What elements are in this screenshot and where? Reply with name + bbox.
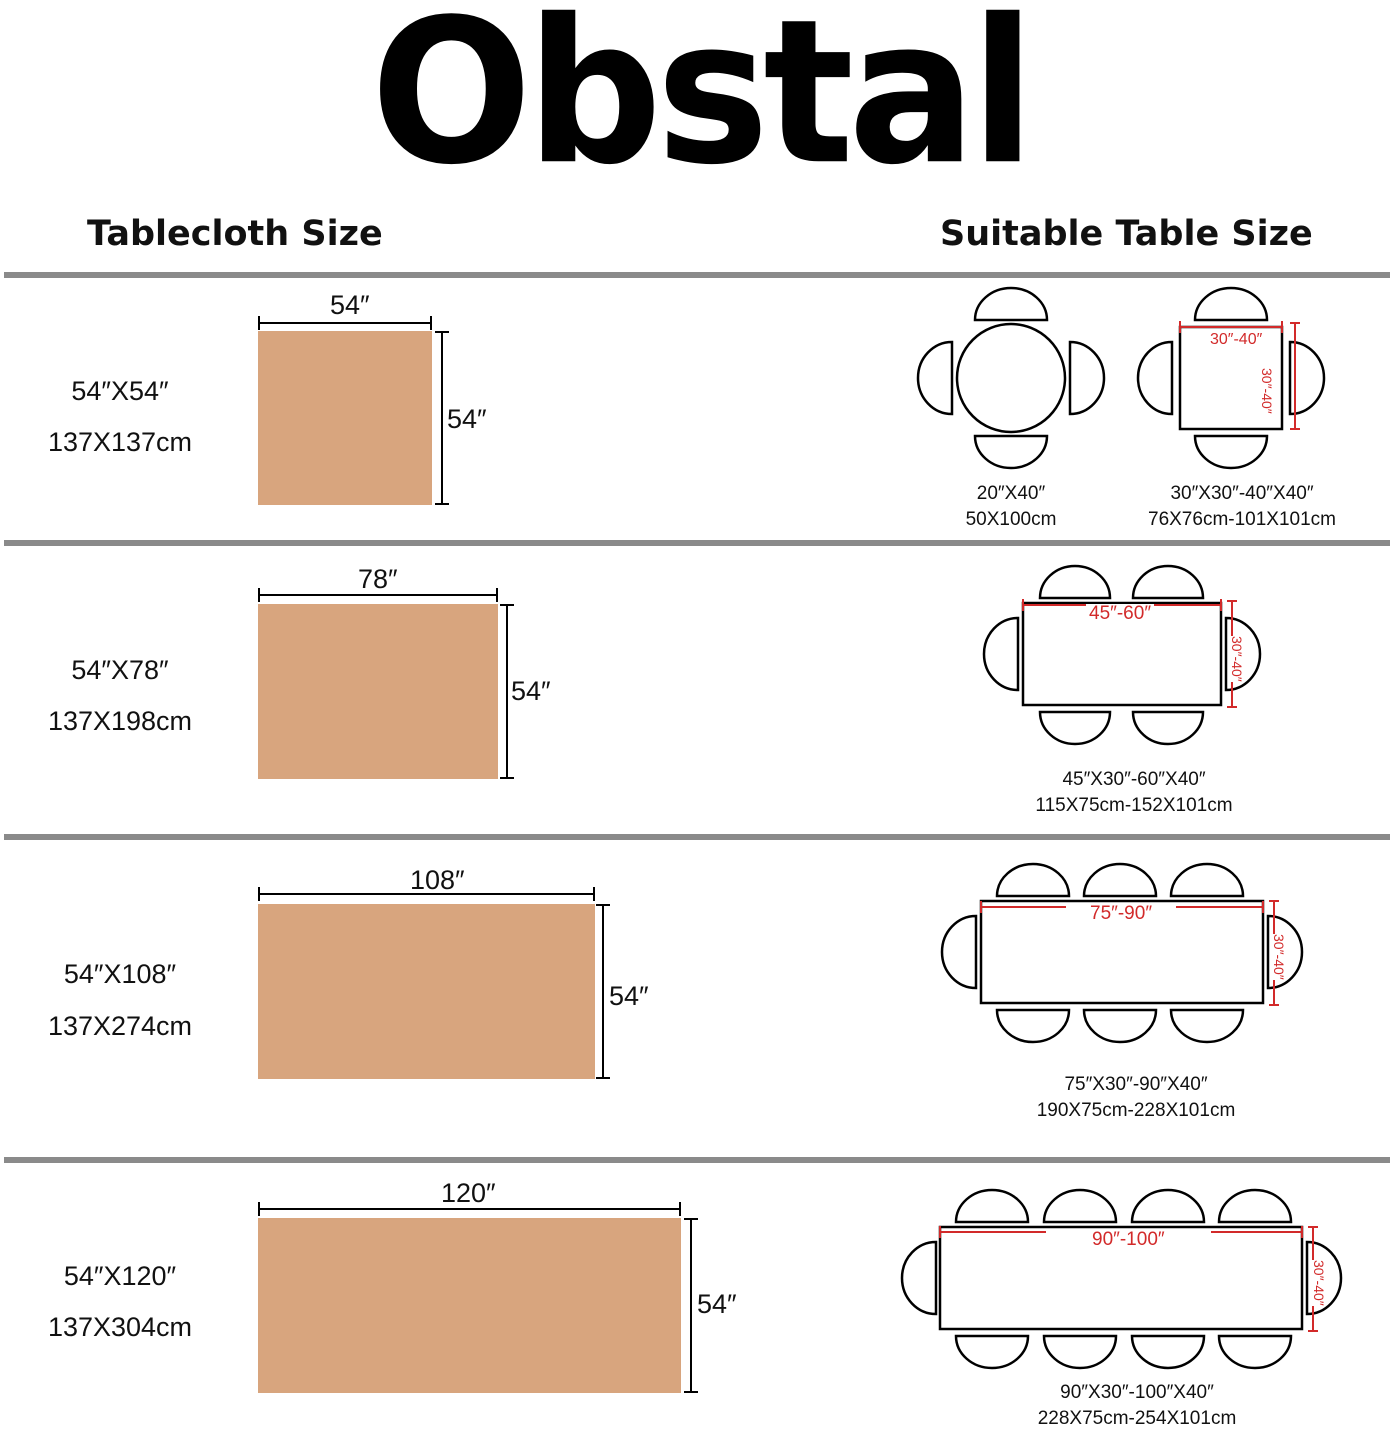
dimension-tick bbox=[500, 604, 514, 606]
table-size-cm: 50X100cm bbox=[965, 509, 1057, 530]
table-width-dimension-label: 30″-40″ bbox=[1229, 636, 1245, 682]
table-width-dimension-label: 30″-40″ bbox=[1311, 1260, 1327, 1306]
table-size-inches: 90″X30″-100″X40″ bbox=[1060, 1382, 1214, 1403]
dimension-tick bbox=[596, 1077, 610, 1079]
width-dimension-line bbox=[258, 322, 432, 324]
table-size-caption: 75″X30″-90″X40″ 190X75cm-228X101cm bbox=[1010, 1072, 1262, 1124]
size-inches-label: 54″X78″ bbox=[71, 655, 169, 685]
dimension-tick bbox=[258, 588, 260, 602]
rectangular-table-6-seat-diagram bbox=[982, 564, 1262, 746]
table-size-caption: 20″X40″ 50X100cm bbox=[912, 481, 1110, 533]
dimension-tick bbox=[496, 588, 498, 602]
width-dimension-line bbox=[258, 594, 498, 596]
width-dimension-label: 78″ bbox=[358, 564, 398, 594]
width-dimension-line bbox=[258, 1208, 681, 1210]
table-size-caption: 30″X30″-40″X40″ 76X76cm-101X101cm bbox=[1130, 481, 1354, 533]
height-dimension-line bbox=[506, 604, 508, 779]
size-inches-label: 54″X120″ bbox=[63, 1261, 177, 1291]
size-inches-label: 54″X54″ bbox=[71, 376, 169, 406]
height-dimension-label: 54″ bbox=[511, 676, 551, 706]
width-dimension-label: 108″ bbox=[410, 865, 465, 895]
table-size-inches: 20″X40″ bbox=[976, 483, 1046, 504]
height-dimension-line bbox=[602, 904, 604, 1079]
tablecloth-shape bbox=[258, 904, 595, 1079]
height-dimension-line bbox=[690, 1218, 692, 1393]
table-size-caption: 90″X30″-100″X40″ 228X75cm-254X101cm bbox=[1012, 1380, 1262, 1432]
dimension-tick bbox=[258, 316, 260, 330]
tablecloth-shape bbox=[258, 331, 432, 505]
table-length-dimension-label: 75″-90″ bbox=[1066, 904, 1177, 923]
table-size-cm: 115X75cm-152X101cm bbox=[1035, 795, 1233, 816]
dimension-tick bbox=[435, 503, 449, 505]
width-dimension-line bbox=[258, 893, 595, 895]
width-dimension-label: 54″ bbox=[330, 290, 370, 320]
table-size-caption: 45″X30″-60″X40″ 115X75cm-152X101cm bbox=[1010, 767, 1258, 819]
table-length-dimension-label: 45″-60″ bbox=[1086, 604, 1155, 623]
table-width-dimension-label: 30″-40″ bbox=[1271, 934, 1287, 980]
table-size-cm: 228X75cm-254X101cm bbox=[1037, 1408, 1237, 1429]
height-dimension-line bbox=[441, 331, 443, 505]
divider bbox=[4, 272, 1390, 278]
size-inches-label: 54″X108″ bbox=[63, 959, 177, 989]
dimension-tick bbox=[258, 1202, 260, 1216]
rectangular-table-10-seat-diagram bbox=[900, 1188, 1343, 1370]
round-table-diagram bbox=[916, 286, 1106, 470]
size-cm-label: 137X137cm bbox=[47, 427, 193, 457]
table-width-dimension-label: 30″-40″ bbox=[1259, 368, 1275, 414]
dimension-tick bbox=[684, 1391, 698, 1393]
width-dimension-label: 120″ bbox=[441, 1178, 496, 1208]
size-cm-label: 137X198cm bbox=[47, 706, 193, 736]
table-size-inches: 30″X30″-40″X40″ bbox=[1170, 483, 1314, 504]
table-size-cm: 190X75cm-228X101cm bbox=[1036, 1100, 1236, 1121]
dimension-tick bbox=[596, 904, 610, 906]
dimension-tick bbox=[258, 887, 260, 901]
dimension-tick bbox=[430, 316, 432, 330]
dimension-tick bbox=[684, 1218, 698, 1220]
suitable-table-size-header: Suitable Table Size bbox=[940, 214, 1313, 254]
divider bbox=[4, 540, 1390, 546]
tablecloth-size-header: Tablecloth Size bbox=[87, 214, 383, 254]
dimension-tick bbox=[500, 777, 514, 779]
height-dimension-label: 54″ bbox=[697, 1289, 737, 1319]
divider bbox=[4, 1157, 1390, 1163]
dimension-tick bbox=[435, 331, 449, 333]
divider bbox=[4, 834, 1390, 840]
dimension-tick bbox=[593, 887, 595, 901]
rectangular-table-8-seat-diagram bbox=[940, 862, 1304, 1044]
table-length-dimension-label: 90″-100″ bbox=[1046, 1230, 1211, 1249]
brand-logo: Obstal bbox=[370, 0, 1036, 208]
height-dimension-label: 54″ bbox=[609, 981, 649, 1011]
table-size-cm: 76X76cm-101X101cm bbox=[1148, 509, 1336, 530]
size-cm-label: 137X304cm bbox=[47, 1312, 193, 1342]
size-cm-label: 137X274cm bbox=[47, 1011, 193, 1041]
height-dimension-label: 54″ bbox=[447, 404, 487, 434]
table-size-inches: 45″X30″-60″X40″ bbox=[1062, 769, 1206, 790]
table-length-dimension-label: 30″-40″ bbox=[1208, 331, 1265, 348]
tablecloth-shape bbox=[258, 1218, 681, 1393]
square-table-diagram bbox=[1136, 286, 1326, 470]
tablecloth-shape bbox=[258, 604, 498, 779]
dimension-tick bbox=[679, 1202, 681, 1216]
table-size-inches: 75″X30″-90″X40″ bbox=[1064, 1074, 1208, 1095]
